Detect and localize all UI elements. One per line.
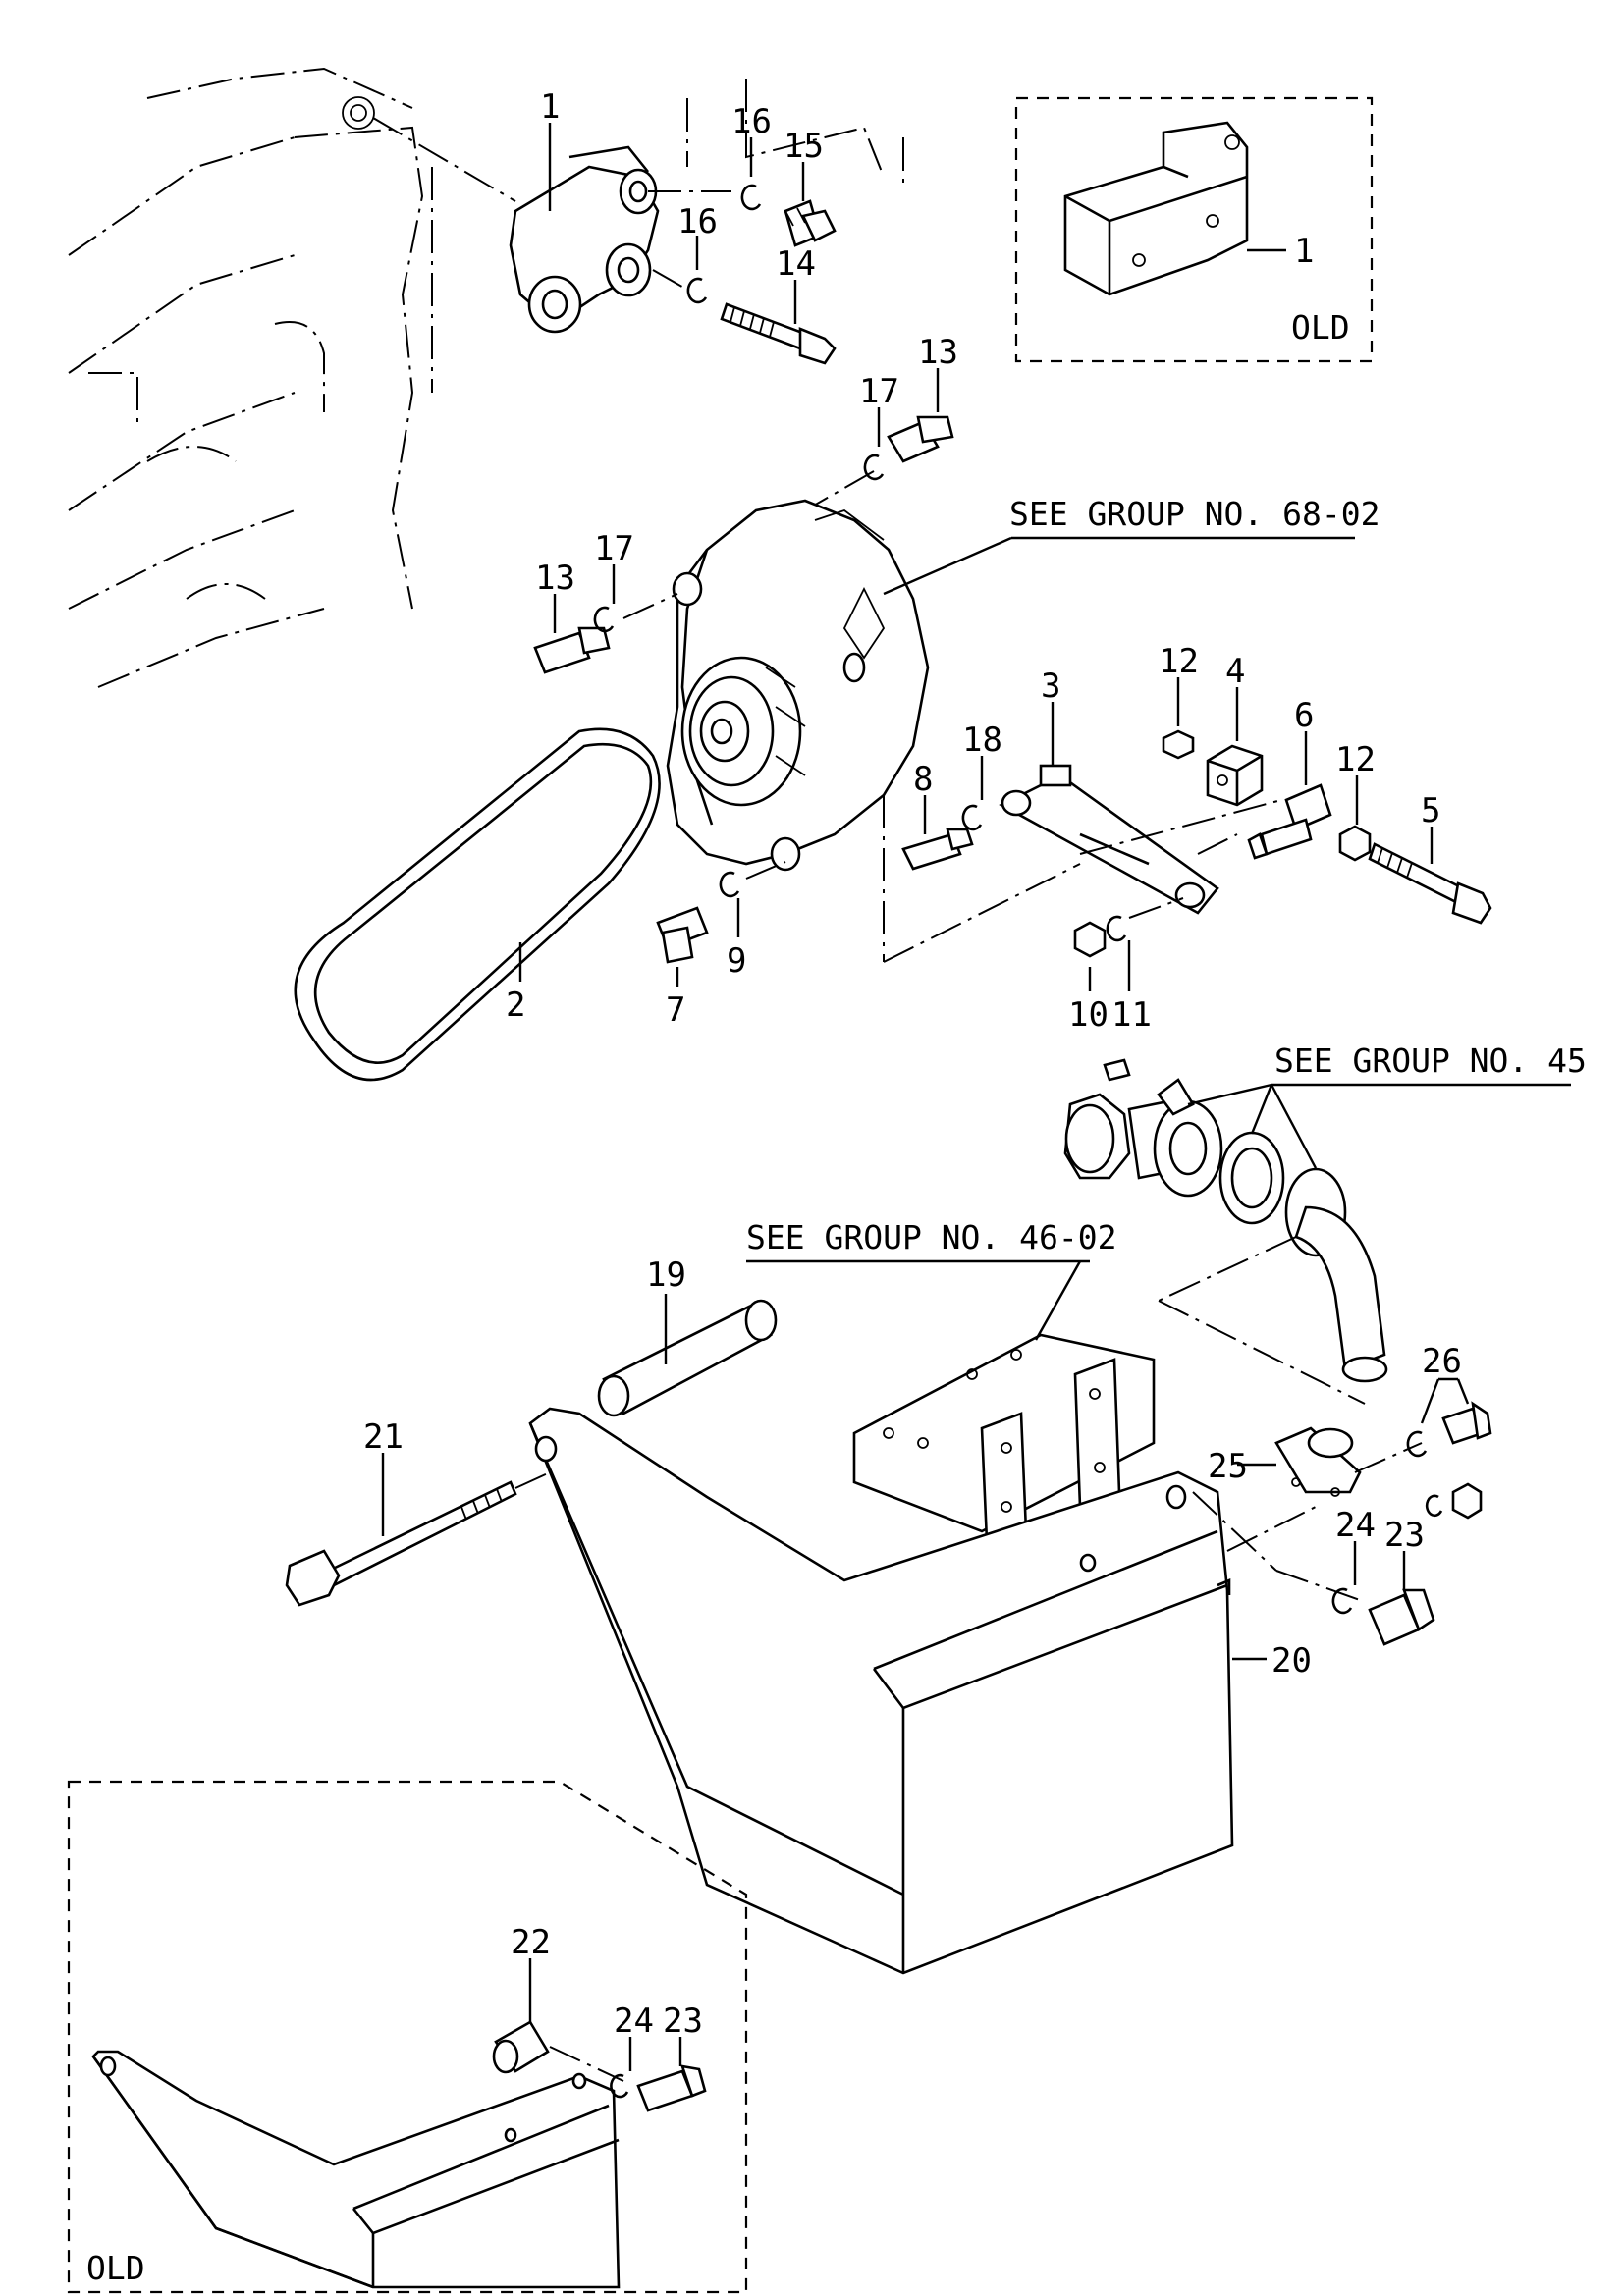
part-11-label: 11 — [1111, 995, 1152, 1035]
part-18-label: 18 — [962, 721, 1002, 760]
part-15-bolt — [784, 199, 837, 247]
part-19-spacer — [597, 1299, 778, 1417]
part-14-long-bolt — [720, 302, 837, 365]
bracket-reference: SEE GROUP NO. 46-02 — [746, 1218, 1117, 1256]
mounting-bracket — [852, 1333, 1156, 1543]
part-23-label-old: 23 — [663, 2002, 703, 2041]
part-26-bolt-set — [1406, 1401, 1492, 1520]
part-17-label-lower: 17 — [594, 529, 634, 568]
part-1-bracket — [509, 145, 660, 334]
part-7-bolt — [656, 906, 709, 964]
part-6-label: 6 — [1294, 696, 1314, 735]
part-25-clamp — [1274, 1426, 1362, 1497]
exhaust-assembly — [1063, 1058, 1388, 1383]
part-20-cover — [528, 1407, 1234, 1975]
old-part-1-block — [1063, 121, 1249, 296]
part-21-label: 21 — [363, 1417, 404, 1457]
part-18-washer — [961, 804, 983, 831]
part-12-nut-right — [1338, 825, 1372, 862]
part-13-bolt-lower — [533, 626, 611, 674]
part-9-washer — [719, 871, 740, 898]
part-21-long-bolt — [285, 1480, 517, 1607]
part-13-bolt-upper — [887, 415, 954, 463]
part-8-bolt — [901, 828, 974, 871]
part-19-label: 19 — [646, 1255, 686, 1295]
part-10-label: 10 — [1068, 995, 1109, 1035]
part-26-label: 26 — [1422, 1342, 1462, 1381]
part-17-label-upper: 17 — [859, 372, 899, 411]
part-3-label: 3 — [1041, 667, 1060, 706]
part-24-label: 24 — [1335, 1506, 1376, 1545]
alternator — [666, 499, 930, 872]
alternator-reference: SEE GROUP NO. 68-02 — [1009, 495, 1380, 533]
old-part-24-washer — [610, 2073, 629, 2099]
part-16-washer-upper — [740, 184, 762, 211]
part-16-label-lower: 16 — [677, 202, 718, 241]
part-22-label: 22 — [511, 1923, 551, 1962]
part-17-washer-lower — [593, 606, 615, 633]
part-9-label: 9 — [727, 941, 746, 981]
part-1-label: 1 — [540, 87, 560, 127]
part-2-label: 2 — [506, 986, 525, 1025]
part-labels: 1 2 3 4 5 6 7 8 9 10 11 12 12 13 13 14 1… — [363, 87, 1462, 2041]
part-5-bolt — [1368, 842, 1492, 925]
old-part-23-bolt — [636, 2064, 707, 2112]
part-12-label-upper: 12 — [1159, 642, 1199, 681]
part-12-nut-upper — [1162, 729, 1195, 760]
part-23-bolt — [1368, 1588, 1435, 1646]
part-20-label: 20 — [1271, 1641, 1312, 1681]
part-10-nut — [1073, 921, 1107, 958]
part-1-label-old: 1 — [1294, 232, 1314, 271]
part-13-label-upper: 13 — [918, 333, 958, 372]
old-tag-top: OLD — [1291, 308, 1350, 347]
part-23-label: 23 — [1384, 1516, 1425, 1555]
part-15-label: 15 — [784, 127, 824, 166]
part-24-washer — [1331, 1587, 1353, 1615]
part-17-washer-upper — [863, 454, 885, 481]
part-12-label-right: 12 — [1335, 740, 1376, 779]
part-25-label: 25 — [1208, 1447, 1248, 1486]
part-24-label-old: 24 — [614, 2002, 654, 2041]
part-16-label-upper: 16 — [731, 102, 772, 141]
old-tag-bottom: OLD — [86, 2249, 145, 2287]
part-6-tensioner — [1247, 783, 1332, 860]
part-4-block — [1206, 744, 1264, 807]
engine-block — [68, 67, 904, 688]
part-5-label: 5 — [1421, 791, 1440, 830]
part-8-label: 8 — [913, 760, 933, 799]
part-13-label-lower: 13 — [535, 559, 575, 598]
part-3-adjusting-link — [999, 764, 1219, 915]
part-11-washer — [1106, 915, 1127, 942]
old-part-22-spacer — [492, 2020, 550, 2074]
part-2-v-belt — [294, 727, 661, 1082]
part-4-label: 4 — [1225, 652, 1245, 691]
old-variant-box-bottom — [67, 1780, 748, 2294]
part-7-label: 7 — [666, 990, 685, 1030]
part-14-label: 14 — [776, 244, 816, 284]
exhaust-reference: SEE GROUP NO. 45 — [1274, 1041, 1587, 1080]
part-16-washer-lower — [686, 277, 708, 304]
old-part-20-cover — [91, 2050, 621, 2289]
